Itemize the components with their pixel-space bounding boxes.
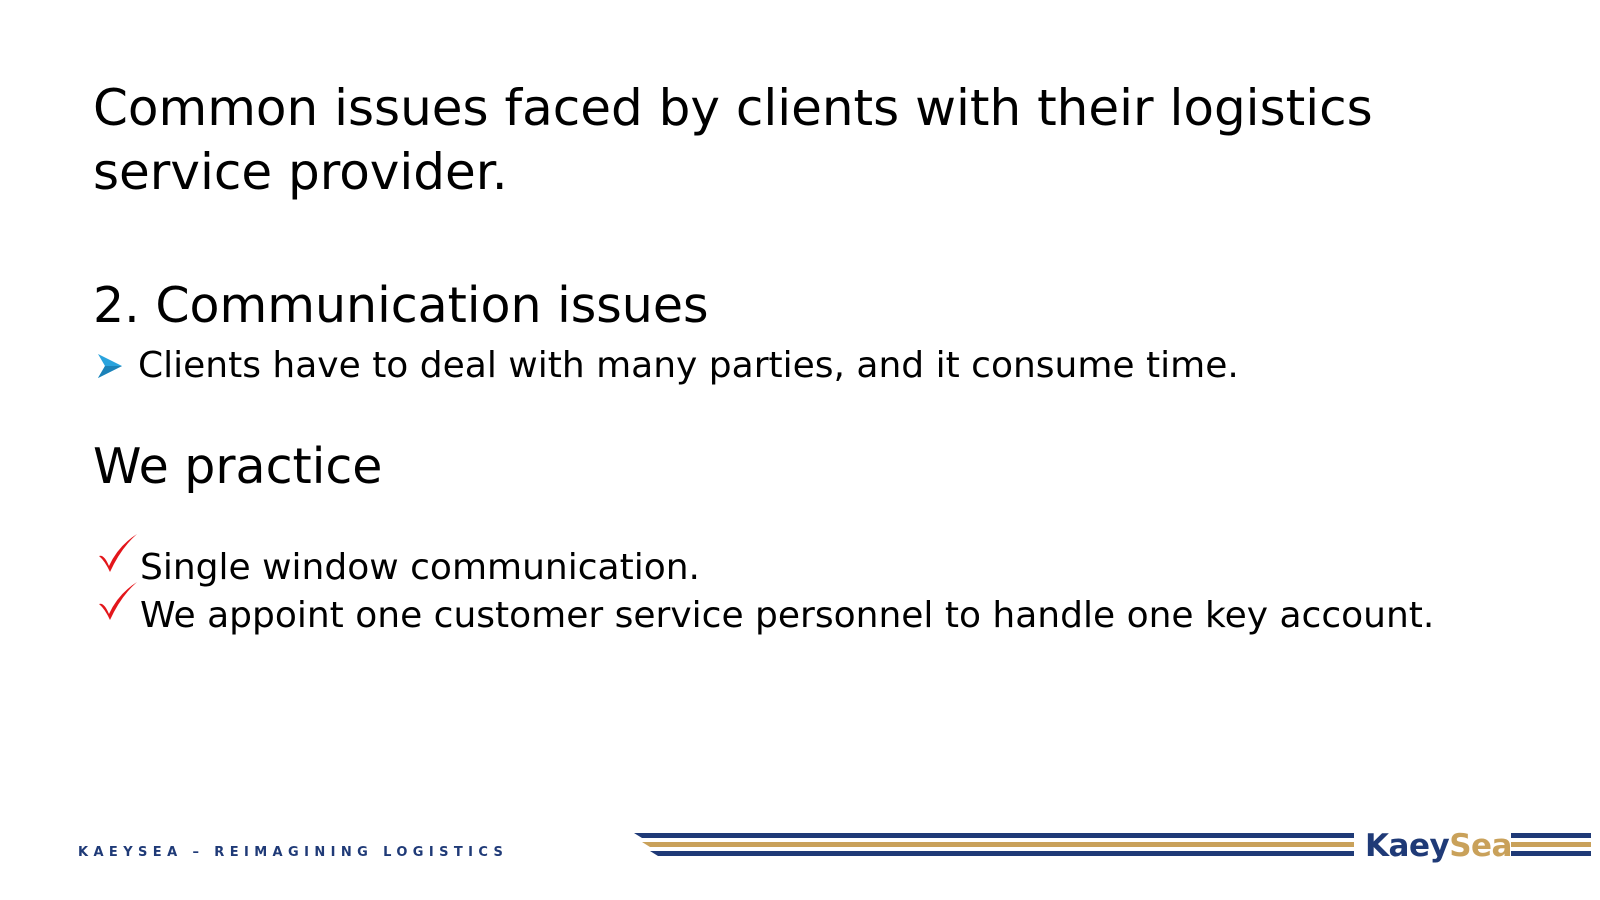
practice-item: We appoint one customer service personne… <box>96 582 1435 642</box>
issue-bullet-item: Clients have to deal with many parties, … <box>96 343 1239 389</box>
practice-item: Single window communication. <box>96 534 1434 594</box>
checkmark-icon <box>99 534 137 572</box>
logo-text-kaey: Kaey <box>1365 828 1450 864</box>
footer-tagline: KAEYSEA – REIMAGINING LOGISTICS <box>78 845 509 860</box>
practice-text: We appoint one customer service personne… <box>140 595 1435 636</box>
section-heading: 2. Communication issues <box>93 277 709 334</box>
footer-stripes-decoration <box>634 833 1354 856</box>
brand-logo: KaeySea <box>1365 828 1512 864</box>
checkmark-icon <box>99 582 137 620</box>
arrow-bullet-icon <box>98 354 122 378</box>
slide-title: Common issues faced by clients with thei… <box>93 79 1373 201</box>
issue-bullet-text: Clients have to deal with many parties, … <box>138 345 1239 386</box>
practice-heading: We practice <box>93 438 383 495</box>
practice-text: Single window communication. <box>140 547 700 588</box>
logo-text-sea: Sea <box>1449 828 1512 864</box>
footer-stripes-right-decoration <box>1511 833 1591 856</box>
practice-list: Single window communication. We appoint … <box>96 534 1435 642</box>
